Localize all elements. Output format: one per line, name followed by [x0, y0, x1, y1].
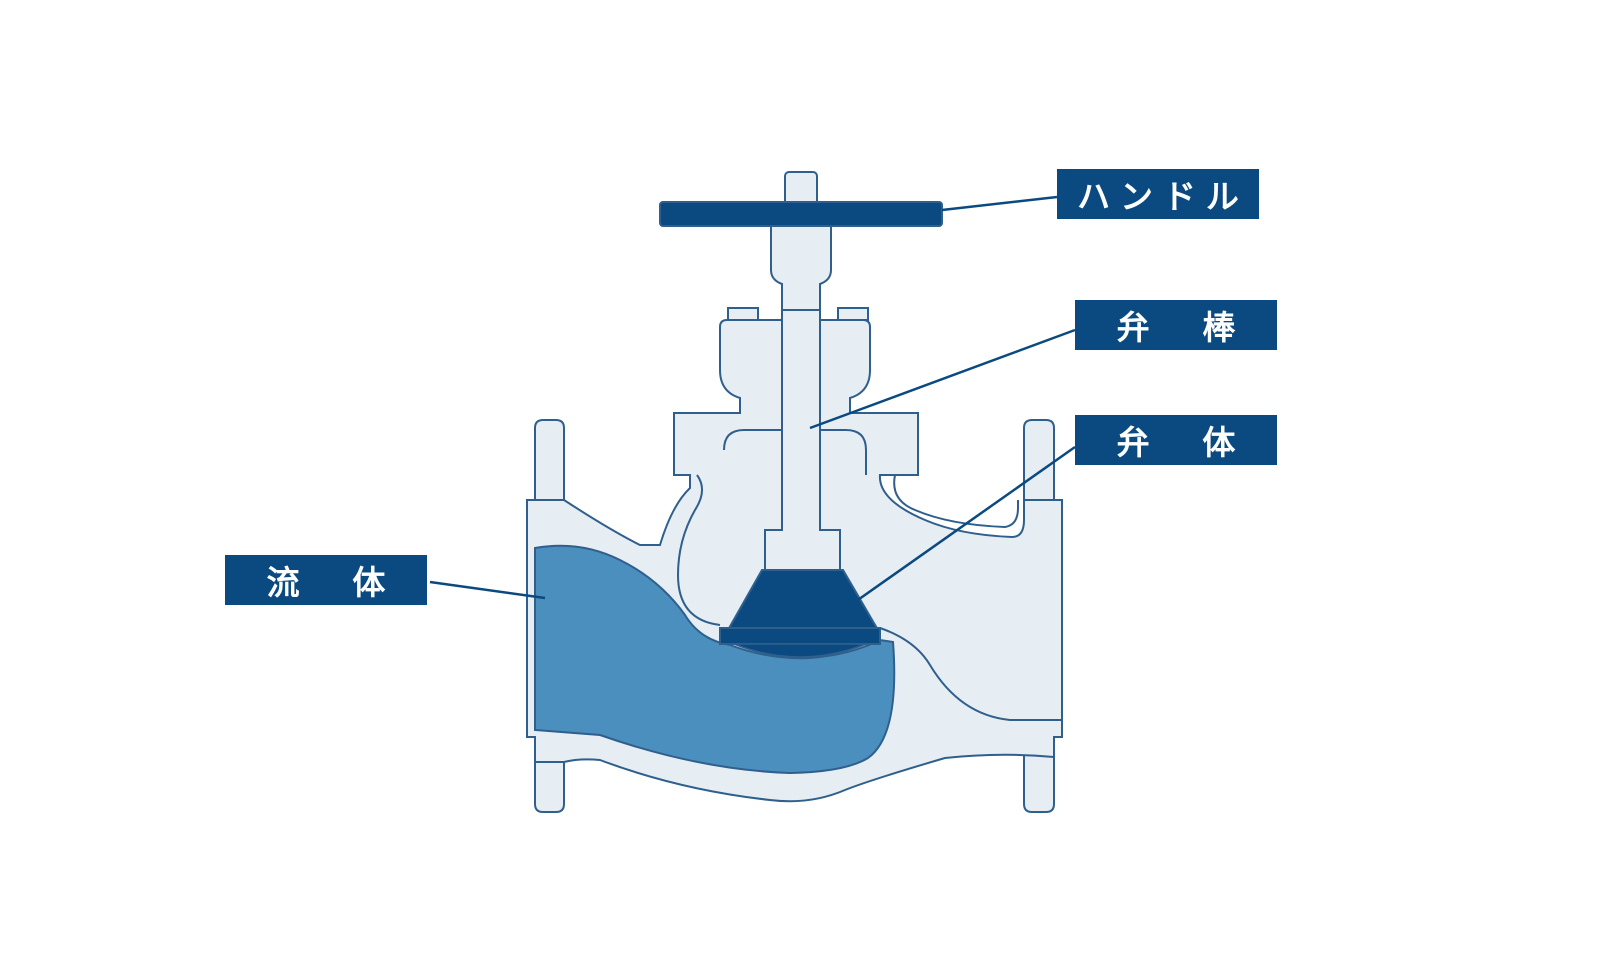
stem-neck [770, 223, 832, 311]
leader-line-stem [809, 328, 1076, 430]
bonnet-bolt-left [727, 307, 759, 321]
valve-seat-lower [733, 643, 867, 658]
fluid-region [534, 544, 896, 775]
inner-bonnet-cavity [723, 429, 867, 475]
leader-line-disc [854, 445, 1076, 604]
label-stem: 弁 棒 [1075, 300, 1277, 350]
valve-seat-ring [719, 627, 881, 645]
label-fluid: 流 体 [225, 555, 427, 605]
outlet-contour [879, 627, 1062, 721]
stem-top [784, 171, 818, 207]
right-flange [1023, 419, 1055, 501]
handle-wheel[interactable] [659, 201, 943, 227]
leader-line-fluid [429, 580, 546, 600]
left-inner-wall [676, 474, 721, 626]
leader-line-handle [941, 195, 1058, 212]
label-disc: 弁 体 [1075, 415, 1277, 465]
bonnet-bolt-right [837, 307, 869, 321]
left-flange [534, 419, 565, 501]
label-handle: ハンドル [1057, 169, 1259, 219]
right-inner-wall [893, 474, 1019, 529]
